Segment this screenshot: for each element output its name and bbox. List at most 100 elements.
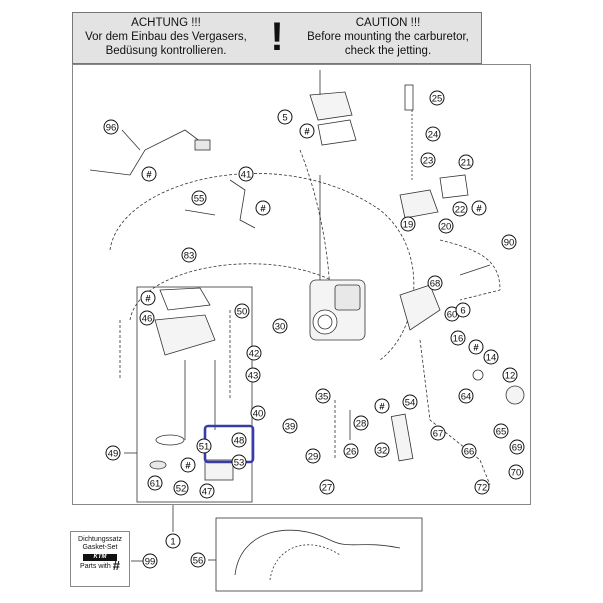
callout-24: 24: [425, 126, 441, 142]
callout-label: 23: [423, 156, 434, 167]
callout-5: 5: [277, 109, 293, 125]
callout-circle: [231, 454, 247, 470]
callout-69: 69: [509, 439, 525, 455]
float-bowl-oring: [155, 434, 185, 446]
callout-12: 12: [502, 367, 518, 383]
callout-label: #: [145, 294, 151, 305]
callout-circle: [234, 303, 250, 319]
callout-circle: [238, 166, 254, 182]
callout-label: 40: [253, 409, 264, 420]
callout-label: 5: [282, 113, 287, 124]
callout-circle: [429, 90, 445, 106]
carburetor-bore-inner: [317, 314, 333, 330]
callout-circle: [250, 405, 266, 421]
callout-label: #: [260, 204, 266, 215]
callout-circle: [474, 479, 490, 495]
callout-56: 56: [190, 552, 206, 568]
callout-circle: [299, 123, 315, 139]
carburetor-top: [334, 284, 361, 311]
callout-30: 30: [272, 318, 288, 334]
diagram-frame: [72, 64, 531, 505]
leader-line-96: [121, 129, 141, 151]
callout-label: 50: [237, 307, 248, 318]
callout-48: 48: [231, 432, 247, 448]
callout-28: 28: [353, 415, 369, 431]
choke-cable-end: [194, 139, 211, 151]
callout-circle: [461, 443, 477, 459]
callout-label: 61: [150, 479, 161, 490]
callout-label: #: [473, 343, 479, 354]
callout-circle: [103, 119, 119, 135]
callout-circle: [483, 349, 499, 365]
callout-72: 72: [474, 479, 490, 495]
callout-label: 65: [496, 427, 507, 438]
callout-25: 25: [429, 90, 445, 106]
callout-label: #: [185, 461, 191, 472]
callout-circle: [246, 345, 262, 361]
throttle-pulley: [505, 385, 525, 405]
callout-55: 55: [191, 190, 207, 206]
callout-61: 61: [147, 475, 163, 491]
callout-circle: [199, 483, 215, 499]
callout-32: 32: [374, 442, 390, 458]
callout-circle: [402, 394, 418, 410]
callout-54: 54: [402, 394, 418, 410]
callout-circle: [458, 154, 474, 170]
callout-label: 83: [184, 251, 195, 262]
callout-circle: [501, 234, 517, 250]
callout-50: 50: [234, 303, 250, 319]
hash-icon: #: [112, 558, 120, 573]
callout-label: 19: [403, 220, 414, 231]
callout-circle: [315, 388, 331, 404]
callout-20: 20: [438, 218, 454, 234]
legend-parts-with: Parts with #: [71, 559, 129, 572]
callout-label: 16: [453, 334, 464, 345]
callout-52: 52: [173, 480, 189, 496]
callout-65: 65: [493, 423, 509, 439]
callout-circle: [353, 415, 369, 431]
callout-label: 56: [193, 556, 204, 567]
callout-circle: [430, 425, 446, 441]
callout-label: 25: [432, 94, 443, 105]
callout-label: #: [146, 170, 152, 181]
legend-english: Gasket-Set: [82, 544, 118, 551]
callout-circle: [139, 310, 155, 326]
callout-label: 41: [241, 170, 252, 181]
callout-label: 24: [428, 130, 439, 141]
adjuster-screw: [404, 84, 414, 111]
callout-90: 90: [501, 234, 517, 250]
legend-german: Dichtungssatz: [78, 536, 122, 543]
callout-circle: [468, 339, 484, 355]
caution-german-line2: Bedüsung kontrollieren.: [105, 45, 227, 57]
caution-english-line2: check the jetting.: [344, 45, 432, 57]
float-chamber-cover: [204, 459, 234, 481]
callout-48h: #: [180, 457, 196, 473]
caution-german: ACHTUNG !!! Vor dem Einbau des Vergasers…: [73, 16, 259, 58]
callout-22h: #: [471, 200, 487, 216]
callout-circle: [190, 552, 206, 568]
callout-label: 70: [511, 468, 522, 479]
callout-label: 22: [455, 205, 466, 216]
callout-label: #: [476, 204, 482, 215]
legend-parts-text: Parts with: [80, 562, 111, 570]
cable-kit-cable: [234, 529, 401, 576]
callout-label: 26: [346, 447, 357, 458]
callout-circle: [458, 388, 474, 404]
callout-29: 29: [305, 448, 321, 464]
callout-circle: [319, 479, 335, 495]
callout-circle: [450, 330, 466, 346]
float-bowl-gasket: [159, 287, 211, 311]
callout-46: 46: [139, 310, 155, 326]
callout-14: 14: [483, 349, 499, 365]
callout-label: 29: [308, 452, 319, 463]
callout-circle: [493, 423, 509, 439]
idle-screw-hose: [229, 179, 256, 229]
callout-23: 23: [420, 152, 436, 168]
callout-label: 21: [461, 158, 472, 169]
callout-circle: [374, 442, 390, 458]
choke-cable: [89, 129, 206, 176]
callout-1: 1: [165, 533, 181, 549]
callout-19: 19: [400, 216, 416, 232]
exclamation-icon: !: [270, 15, 284, 59]
